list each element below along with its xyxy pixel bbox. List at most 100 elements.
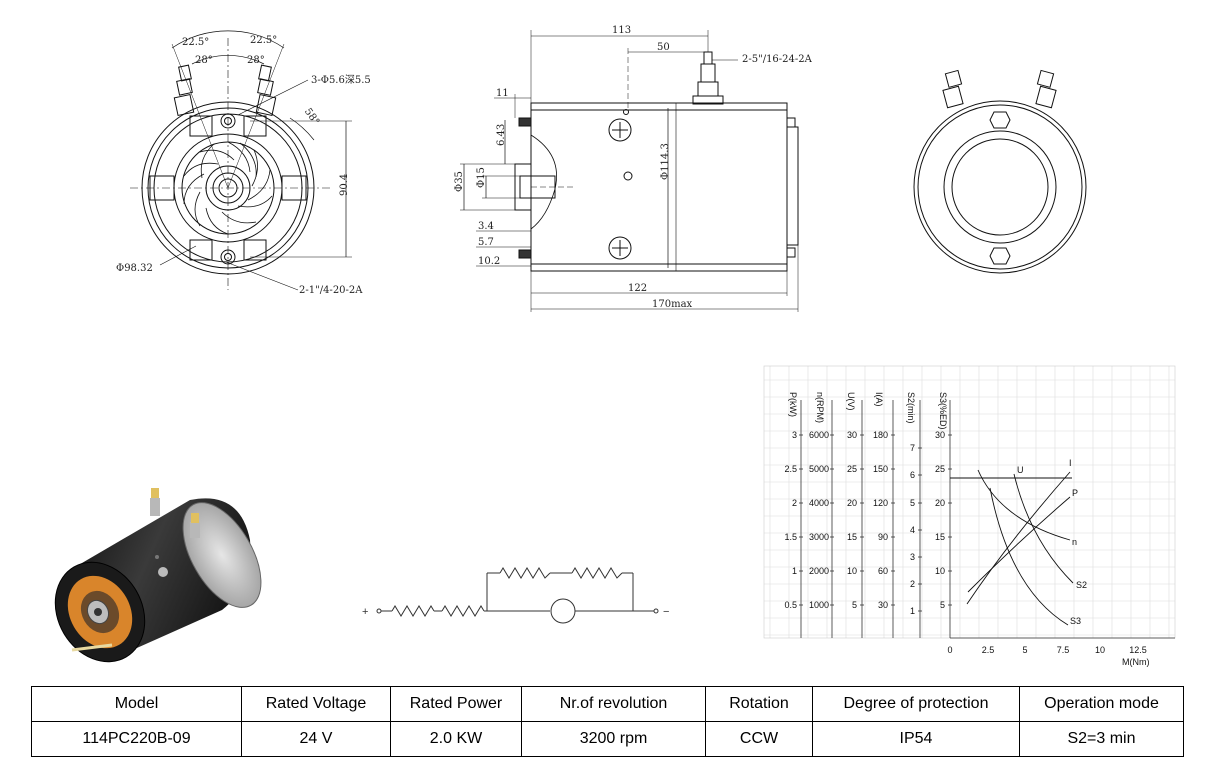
side-view <box>460 30 799 312</box>
dim-10-2-label: 10.2 <box>478 256 500 267</box>
s3-axis-tick: 20 <box>935 498 945 508</box>
dim-5-7-label: 5.7 <box>478 237 494 248</box>
x-axis-tick: 5 <box>1022 645 1027 655</box>
diameter-label: Φ98.32 <box>116 263 153 274</box>
p-axis-tick: 3 <box>792 430 797 440</box>
value-protection: IP54 <box>812 721 1020 757</box>
value-revolution: 3200 rpm <box>521 721 706 757</box>
dim-d114-3-label: Φ114.3 <box>660 143 671 180</box>
side-view-labels: 113 50 2-5"/16-24-2A 11 6.43 Φ35 Φ15 3.4… <box>454 25 813 310</box>
s3-axis-tick: 5 <box>940 600 945 610</box>
u-axis-tick: 5 <box>852 600 857 610</box>
u-axis-tick: 15 <box>847 532 857 542</box>
s2-axis-tick: 5 <box>910 498 915 508</box>
s2-axis-tick: 7 <box>910 443 915 453</box>
axis-title-n: n(RPM) <box>815 392 825 423</box>
i-axis-tick: 30 <box>878 600 888 610</box>
drawing-canvas: 22.5° 22.5° 28° 28° 3-Φ5.6深5.5 58° 90.4 … <box>54 25 1176 667</box>
n-axis-tick: 4000 <box>809 498 829 508</box>
s2-axis-tick: 2 <box>910 579 915 589</box>
n-axis-tick: 1000 <box>809 600 829 610</box>
s3-axis-tick: 15 <box>935 532 945 542</box>
n-axis-tick: 2000 <box>809 566 829 576</box>
header-rotation: Rotation <box>705 686 813 722</box>
curve-label-i: I <box>1069 458 1072 468</box>
s3-axis-tick: 30 <box>935 430 945 440</box>
u-axis-tick: 25 <box>847 464 857 474</box>
u-axis-tick: 30 <box>847 430 857 440</box>
curve-label-s3: S3 <box>1070 616 1081 626</box>
angle-right-inner-label: 28° <box>247 55 265 66</box>
plus-terminal-label: + <box>362 606 368 618</box>
curve-label-p: P <box>1072 488 1078 498</box>
curve-i <box>966 471 1071 605</box>
dim-113-label: 113 <box>612 25 631 36</box>
n-axis-tick: 6000 <box>809 430 829 440</box>
angle-right-label: 22.5° <box>250 35 277 46</box>
dim-170-label: 170max <box>652 299 693 310</box>
angle-58-label: 58° <box>302 106 321 127</box>
side-thread-note: 2-5"/16-24-2A <box>742 54 813 65</box>
performance-chart: 32.521.510.56000500040003000200010003025… <box>763 365 1176 667</box>
value-model: 114PC220B-09 <box>31 721 242 757</box>
axis-title-i: I(A) <box>874 392 884 407</box>
angle-left-label: 22.5° <box>182 37 209 48</box>
dim-11-label: 11 <box>496 88 509 99</box>
i-axis-tick: 150 <box>873 464 888 474</box>
dim-6-43-label: 6.43 <box>496 124 507 146</box>
x-axis-label: M(Nm) <box>1122 657 1150 667</box>
p-axis-tick: 0.5 <box>784 600 797 610</box>
angle-left-inner-label: 28° <box>195 55 213 66</box>
value-rated-voltage: 24 V <box>241 721 391 757</box>
spec-table: Model Rated Voltage Rated Power Nr.of re… <box>31 686 1184 757</box>
x-axis-tick: 0 <box>947 645 952 655</box>
i-axis-tick: 180 <box>873 430 888 440</box>
front-view <box>130 30 352 291</box>
dim-50-label: 50 <box>657 42 670 53</box>
u-axis-tick: 20 <box>847 498 857 508</box>
i-axis-tick: 120 <box>873 498 888 508</box>
header-model: Model <box>31 686 242 722</box>
curve-n <box>977 469 1071 541</box>
i-axis-tick: 60 <box>878 566 888 576</box>
x-axis-tick: 12.5 <box>1129 645 1147 655</box>
axis-title-p: P(kW) <box>788 392 798 417</box>
s3-axis-tick: 25 <box>935 464 945 474</box>
p-axis-tick: 2 <box>792 498 797 508</box>
s3-axis-tick: 10 <box>935 566 945 576</box>
hole-note-label: 3-Φ5.6深5.5 <box>311 74 371 86</box>
p-axis-tick: 2.5 <box>784 464 797 474</box>
height-dim-label: 90.4 <box>339 174 350 196</box>
s2-axis-tick: 3 <box>910 552 915 562</box>
u-axis-tick: 10 <box>847 566 857 576</box>
value-operation-mode: S2=3 min <box>1019 721 1184 757</box>
dim-d15-label: Φ15 <box>476 167 487 188</box>
axis-title-s3: S3(%ED) <box>938 392 948 430</box>
curve-s2 <box>1013 473 1074 584</box>
dim-d35-label: Φ35 <box>454 171 465 192</box>
value-rotation: CCW <box>705 721 813 757</box>
i-axis-tick: 90 <box>878 532 888 542</box>
dim-3-4-label: 3.4 <box>478 221 494 232</box>
header-rated-power: Rated Power <box>390 686 522 722</box>
header-rated-voltage: Rated Voltage <box>241 686 391 722</box>
curve-label-s2: S2 <box>1076 580 1087 590</box>
spec-header-row: Model Rated Voltage Rated Power Nr.of re… <box>31 686 1184 722</box>
motor-3d-illustration <box>54 488 262 663</box>
header-operation-mode: Operation mode <box>1019 686 1184 722</box>
header-protection: Degree of protection <box>812 686 1020 722</box>
minus-terminal-label: − <box>663 606 669 618</box>
curve-label-u: U <box>1017 465 1024 475</box>
curve-label-n: n <box>1072 537 1077 547</box>
s2-axis-tick: 1 <box>910 606 915 616</box>
front-thread-note: 2-1"/4-20-2A <box>299 285 363 296</box>
p-axis-tick: 1 <box>792 566 797 576</box>
x-axis-tick: 10 <box>1095 645 1105 655</box>
n-axis-tick: 3000 <box>809 532 829 542</box>
curve-p <box>967 496 1071 593</box>
p-axis-tick: 1.5 <box>784 532 797 542</box>
circuit-diagram <box>376 567 659 624</box>
spec-value-row: 114PC220B-09 24 V 2.0 KW 3200 rpm CCW IP… <box>31 721 1184 757</box>
header-revolution: Nr.of revolution <box>521 686 706 722</box>
dim-122-label: 122 <box>628 283 647 294</box>
